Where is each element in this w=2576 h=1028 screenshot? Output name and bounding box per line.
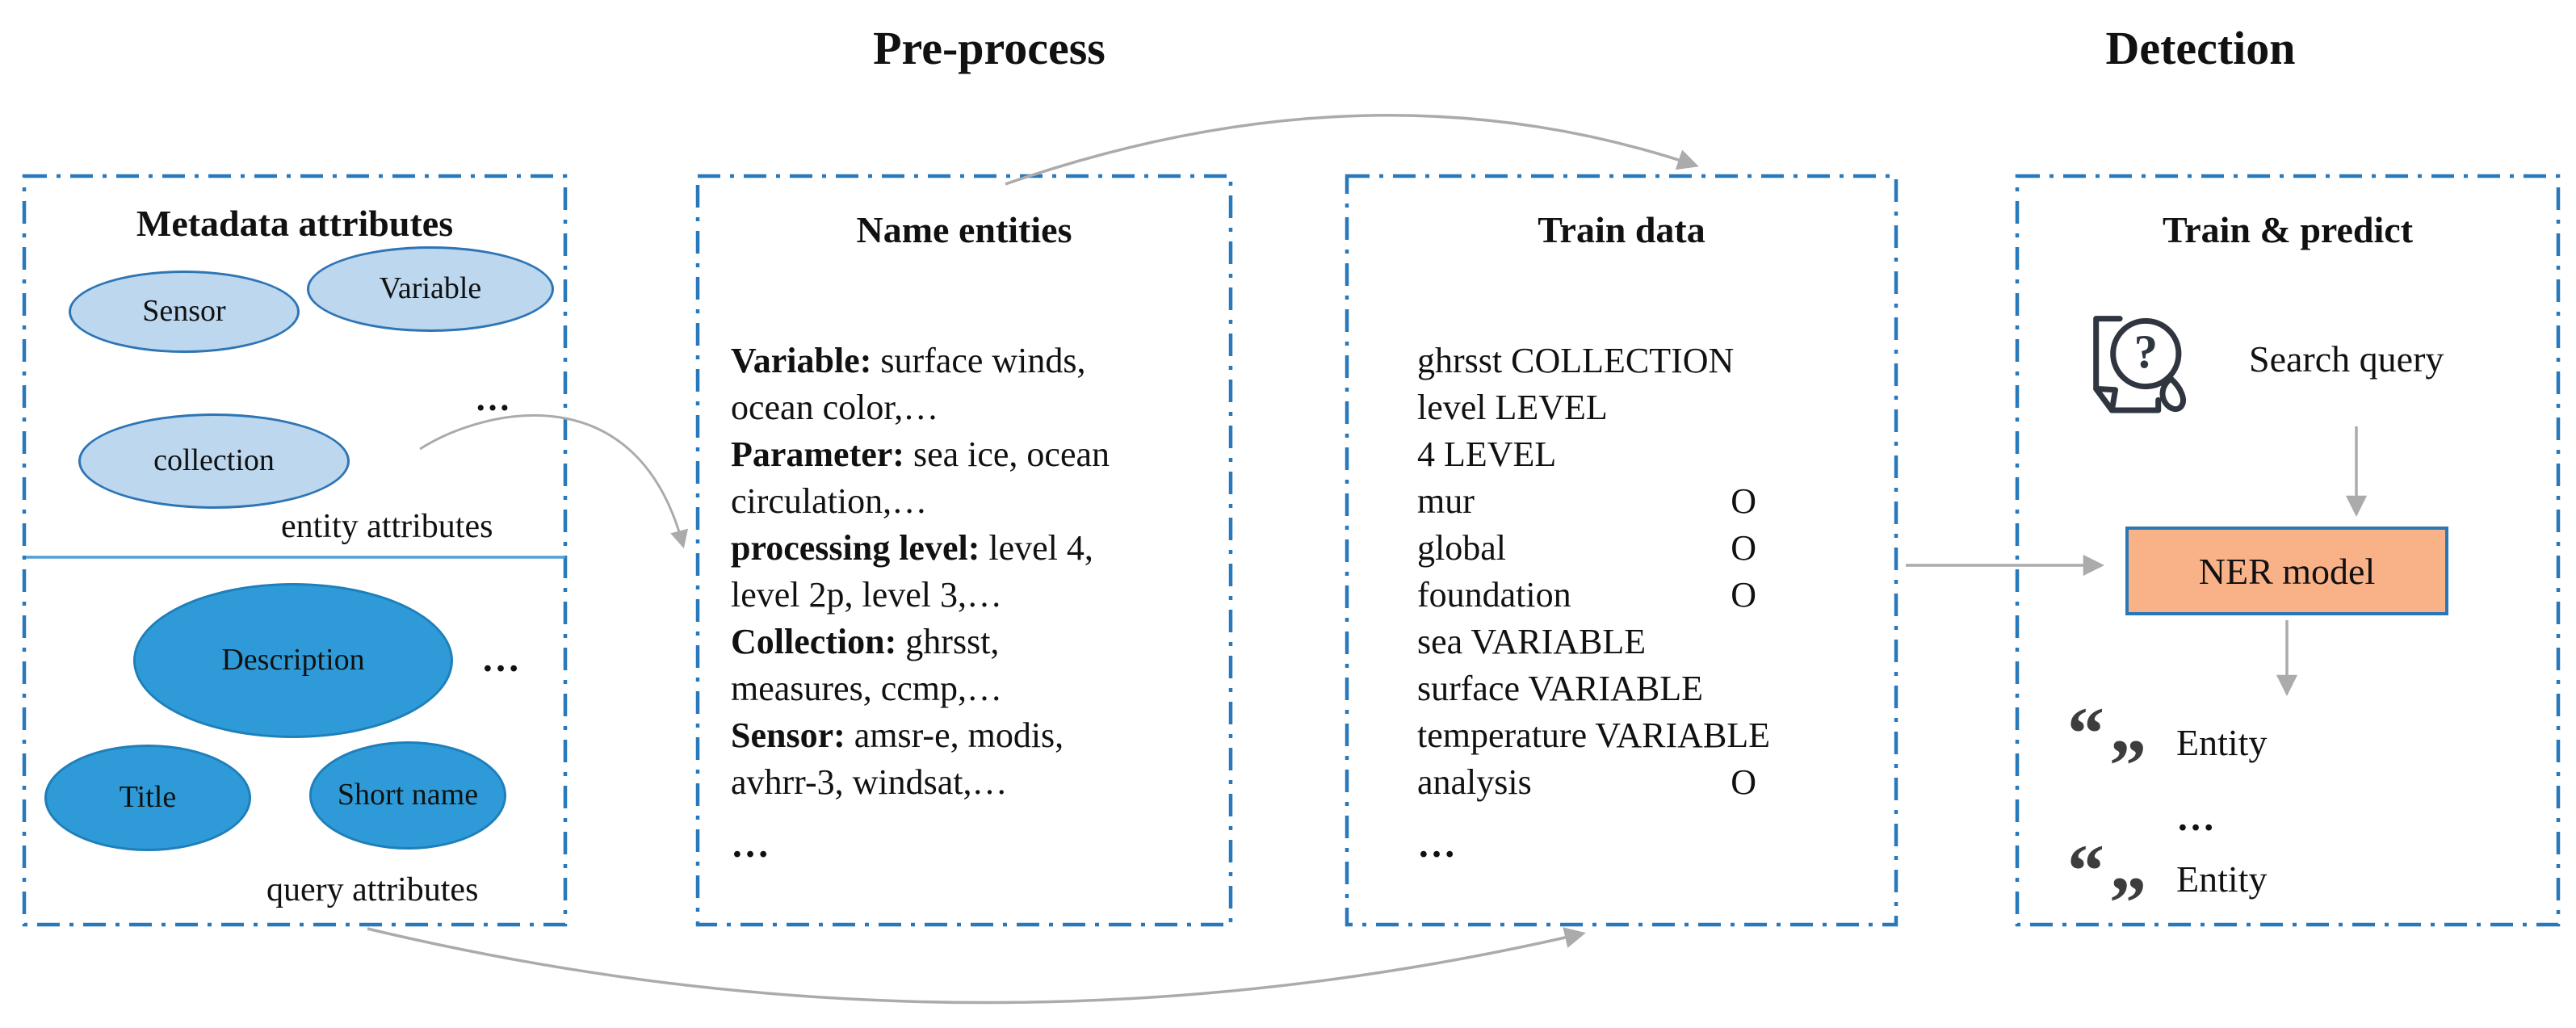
text-line: processing level: level 4,	[731, 528, 1093, 568]
query-attributes-label: query attributes	[266, 871, 479, 908]
box2-title: Name entities	[856, 209, 1072, 250]
search-query-label: Search query	[2249, 338, 2444, 380]
text-line: Sensor: amsr-e, modis,	[731, 715, 1064, 755]
text-line: Variable: surface winds,	[731, 341, 1086, 380]
close-quote-icon: ”	[2109, 862, 2146, 944]
entity-result-2: Entity	[2176, 858, 2268, 900]
text-line: ocean color,…	[731, 388, 939, 427]
svg-text:?: ?	[2134, 325, 2158, 378]
panel-name-entities	[695, 174, 1233, 927]
query-ellipse-title: Title	[44, 745, 251, 851]
ellipse-label: Sensor	[142, 294, 226, 329]
query-ellipse-short-name: Short name	[309, 741, 506, 850]
entity-attributes-label: entity attributes	[281, 508, 493, 545]
ellipse-label: collection	[153, 443, 275, 478]
open-quote-icon: “	[2067, 829, 2104, 912]
entity-ellipse-sensor: Sensor	[69, 271, 300, 353]
text-line: sea VARIABLE	[1417, 622, 1647, 661]
open-quote-icon: “	[2067, 692, 2104, 774]
text-line: temperature VARIABLE	[1417, 715, 1771, 755]
entity-dots: …	[2176, 796, 2217, 839]
query-ellipse-description: Description	[133, 583, 453, 738]
entity-ellipsis: …	[475, 379, 512, 418]
panel-train-data	[1345, 174, 1898, 927]
ner-model-label: NER model	[2198, 550, 2376, 592]
box3-title: Train data	[1538, 209, 1705, 250]
box1-title: Metadata attributes	[136, 203, 454, 244]
text-line: measures, ccmp,…	[731, 669, 1002, 708]
arrow-entities-to-traindata	[1005, 114, 1699, 186]
text-line: level LEVEL	[1417, 388, 1608, 427]
ellipse-label: Short name	[337, 778, 479, 812]
ner-tag: O	[1731, 762, 1756, 802]
entity-ellipse-variable: Variable	[307, 246, 554, 332]
arrow-attributes-to-entities	[419, 413, 689, 549]
entity-result-1: Entity	[2176, 722, 2268, 763]
box2-ellipsis: …	[731, 823, 771, 866]
ellipse-label: Variable	[379, 271, 482, 306]
ner-model-box: NER model	[2125, 527, 2448, 615]
header-detection: Detection	[2105, 22, 2296, 74]
text-line: surface VARIABLE	[1417, 669, 1703, 708]
text-line: circulation,…	[731, 481, 928, 521]
text-line: avhrr-3, windsat,…	[731, 762, 1008, 802]
entity-ellipse-collection: collection	[78, 413, 350, 509]
box4-title: Train & predict	[2162, 209, 2414, 250]
header-preprocess: Pre-process	[873, 22, 1105, 74]
text-line: ghrsst COLLECTION	[1417, 341, 1735, 380]
text-line: 4 LEVEL	[1417, 434, 1557, 474]
search-query-icon: ?	[2093, 316, 2186, 413]
ner-tag: O	[1731, 575, 1756, 615]
query-ellipsis: …	[481, 637, 522, 680]
box3-ellipsis: …	[1417, 823, 1458, 866]
ner-tag: O	[1731, 481, 1756, 521]
text-line: Collection: ghrsst,	[731, 622, 1000, 661]
ellipse-label: Title	[119, 780, 177, 815]
text-line: Parameter: sea ice, ocean	[731, 434, 1110, 474]
text-line: level 2p, level 3,…	[731, 575, 1003, 615]
name-entities-text: Variable: surface winds, ocean color,… Par…	[731, 338, 1223, 806]
arrow-query-to-traindata	[367, 927, 1586, 1005]
ellipse-label: Description	[221, 643, 365, 678]
ner-tag: O	[1731, 528, 1756, 568]
close-quote-icon: ”	[2109, 724, 2146, 807]
